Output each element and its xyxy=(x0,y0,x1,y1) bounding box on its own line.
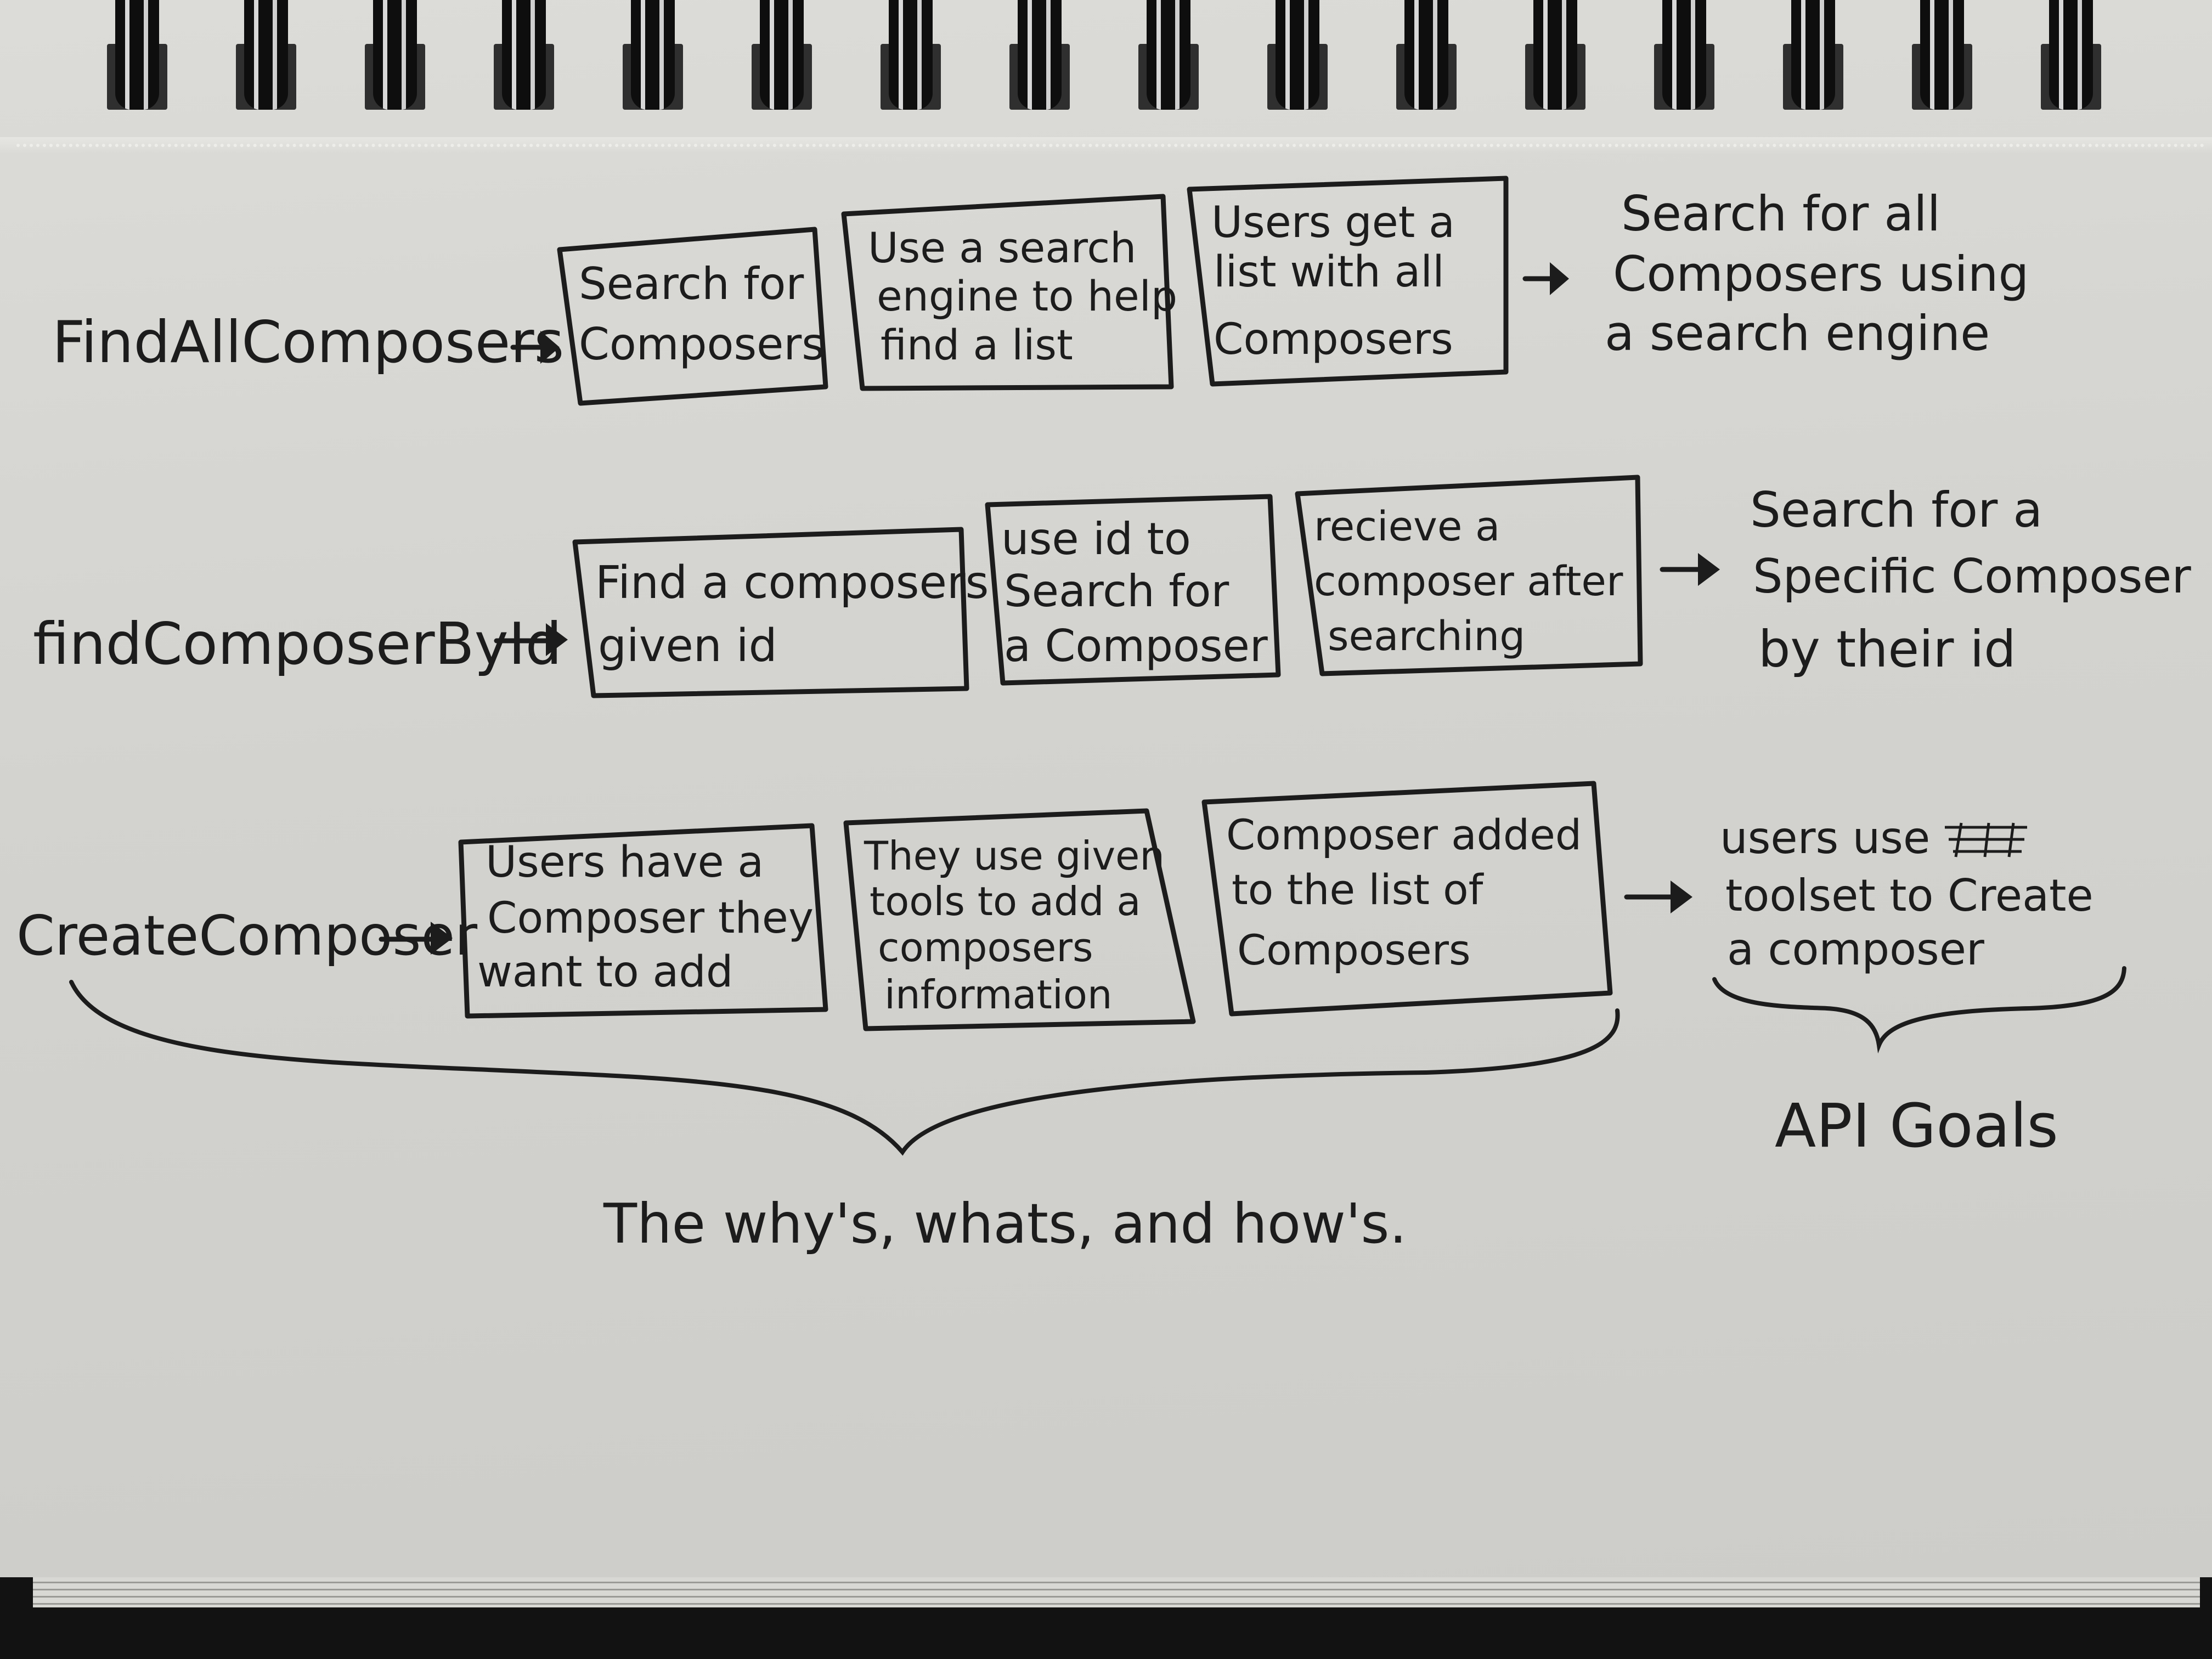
arrow-head xyxy=(1671,881,1692,913)
small-brace xyxy=(1712,966,2126,1054)
goal-text-line: Specific Composer xyxy=(1753,549,2191,604)
step-text-line: Find a composers xyxy=(595,557,989,609)
step-text-line: use id to xyxy=(1001,514,1191,565)
step-text-line: composers xyxy=(878,924,1093,970)
goal-text-line: Composers using xyxy=(1613,246,2029,302)
step-text-line: They use given xyxy=(864,833,1165,879)
row-label-find-composer-by-id: findComposerById xyxy=(33,611,562,678)
step-text-line: Composer added xyxy=(1226,810,1582,859)
step-text-line: Use a search xyxy=(868,223,1136,272)
step-text-line: searching xyxy=(1328,613,1525,660)
sketchbook-page xyxy=(0,0,2212,1577)
step-box xyxy=(1187,176,1509,387)
perforation-line xyxy=(16,144,2205,147)
spiral-ring xyxy=(1404,0,1448,110)
bottom-caption: The why's, whats, and how's. xyxy=(603,1192,1407,1256)
row-create-composer: CreateComposer Users have a Composer the… xyxy=(16,781,2094,1031)
step-box xyxy=(572,527,969,698)
spiral-ring xyxy=(889,0,933,110)
step-text-line: Search for xyxy=(1004,566,1229,617)
step-box xyxy=(557,227,828,406)
step-box-search-for-composers: Search for Composers xyxy=(557,227,828,406)
step-text-line: find a list xyxy=(881,320,1073,369)
arrow-head xyxy=(1550,262,1569,295)
step-box-users-have-a-composer: Users have a Composer they want to add xyxy=(458,823,828,1019)
step-text-line: composer after xyxy=(1314,558,1623,605)
spiral-ring xyxy=(1018,0,1062,110)
goal-text-line: Search for a xyxy=(1750,482,2042,538)
arrow-head xyxy=(546,623,568,656)
spiral-ring xyxy=(631,0,675,110)
step-box xyxy=(985,494,1281,686)
step-text-line: Composers xyxy=(579,319,825,370)
step-box xyxy=(843,808,1196,1031)
step-box-composer-added: Composer added to the list of Composers xyxy=(1201,781,1613,1017)
step-box xyxy=(1201,781,1613,1017)
goal-find-composer-by-id: Search for a Specific Composer by their … xyxy=(1750,482,2191,679)
step-text-line: information xyxy=(884,972,1113,1018)
arrow-head xyxy=(431,922,453,955)
step-box xyxy=(458,823,828,1019)
step-text-line: Users have a xyxy=(486,838,764,887)
step-box-recieve-a-composer: recieve a composer after searching xyxy=(1295,475,1643,676)
goal-text-line: a search engine xyxy=(1605,305,1990,362)
goal-create-composer: users use toolset to Create a composer xyxy=(1720,812,2094,975)
step-box-find-a-composer: Find a composers given id xyxy=(572,527,989,698)
arrow-head xyxy=(1698,553,1720,586)
step-text-line: to the list of xyxy=(1232,865,1485,914)
step-box-use-search-engine: Use a search engine to help find a list xyxy=(841,194,1177,391)
spiral-ring xyxy=(1276,0,1319,110)
arrow-head xyxy=(540,331,560,364)
spiral-ring xyxy=(502,0,546,110)
spiral-ring xyxy=(1147,0,1190,110)
row-label-find-all-composers: FindAllComposers xyxy=(52,309,564,376)
crossed-out-scribble xyxy=(1945,822,2027,857)
step-text-line: want to add xyxy=(477,947,733,997)
step-text-line: a Composer xyxy=(1004,620,1268,672)
step-text-line: tools to add a xyxy=(870,878,1141,924)
step-text-line: given id xyxy=(598,620,777,672)
spiral-ring xyxy=(1662,0,1706,110)
goal-text-line: Search for all xyxy=(1621,185,1940,242)
goal-text-line: users use xyxy=(1720,812,1930,864)
row-label-create-composer: CreateComposer xyxy=(16,904,478,968)
goal-text-line: a composer xyxy=(1727,924,1984,975)
goal-text-line: by their id xyxy=(1758,620,2016,679)
step-text-line: recieve a xyxy=(1314,503,1500,550)
step-box xyxy=(841,194,1174,391)
row-find-all-composers: FindAllComposers Search for Composers Us… xyxy=(52,176,2029,406)
row-find-composer-by-id: findComposerById Find a composers given … xyxy=(33,475,2191,698)
step-box-users-get-list: Users get a list with all Composers xyxy=(1187,176,1509,387)
goal-text-line: toolset to Create xyxy=(1725,870,2094,921)
step-box xyxy=(1295,475,1643,676)
api-goals-caption: API Goals xyxy=(1775,1091,2058,1161)
goal-find-all-composers: Search for all Composers using a search … xyxy=(1605,185,2029,362)
spiral-ring xyxy=(1920,0,1964,110)
step-text-line: engine to help xyxy=(877,272,1177,320)
step-text-line: list with all xyxy=(1214,247,1444,297)
spiral-ring xyxy=(373,0,417,110)
spiral-ring xyxy=(1533,0,1577,110)
spiral-ring xyxy=(115,0,159,110)
step-box-they-use-given-tools: They use given tools to add a composers … xyxy=(843,808,1196,1031)
spiral-ring xyxy=(1791,0,1835,110)
step-text-line: Search for xyxy=(579,258,804,309)
step-text-line: Composer they xyxy=(487,894,814,943)
step-text-line: Composers xyxy=(1237,926,1471,974)
spiral-ring xyxy=(244,0,288,110)
step-text-line: Composers xyxy=(1214,315,1453,364)
large-brace xyxy=(69,980,1620,1156)
spiral-binding xyxy=(0,0,2212,126)
spiral-ring xyxy=(760,0,804,110)
step-box-use-id-to-search: use id to Search for a Composer xyxy=(985,494,1281,686)
step-text-line: Users get a xyxy=(1211,198,1455,247)
spiral-ring xyxy=(2049,0,2093,110)
